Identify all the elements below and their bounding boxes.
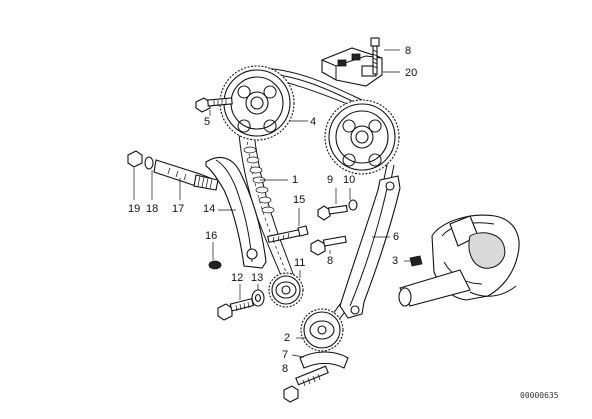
tensioner-rail-6 (339, 175, 401, 319)
intermediate-sprocket-11 (268, 272, 304, 308)
bolt-15 (267, 225, 309, 243)
callout-8-middle: 8 (327, 255, 334, 267)
lower-guide-7 (299, 351, 349, 369)
bolt-16 (208, 260, 222, 270)
callout-7: 7 (282, 349, 289, 361)
callout-17: 17 (172, 203, 185, 215)
camshaft-sprocket-left (219, 65, 295, 141)
callout-12: 12 (231, 272, 244, 284)
callout-8-top: 8 (405, 45, 412, 57)
chain-tensioner-20 (321, 47, 383, 87)
woodruff-key-3 (409, 255, 423, 267)
callout-4: 4 (310, 116, 317, 128)
callout-3: 3 (392, 255, 399, 267)
guide-rail-14 (205, 157, 267, 269)
callout-18: 18 (146, 203, 159, 215)
bolt-9 (317, 204, 348, 221)
callout-13: 13 (251, 272, 264, 284)
washer-10 (348, 199, 358, 211)
crankshaft-sprocket-2 (300, 308, 344, 352)
bolt-8-lower (283, 365, 329, 403)
callout-14: 14 (203, 203, 216, 215)
callout-16: 16 (205, 230, 218, 242)
diagram-reference-number: 00000635 (520, 391, 559, 400)
crankshaft (398, 214, 520, 307)
guide-pin-17 (127, 150, 219, 191)
camshaft-sprocket-right (324, 99, 400, 175)
callout-20: 20 (405, 67, 418, 79)
callout-5: 5 (204, 116, 211, 128)
leader-lines (133, 49, 410, 358)
bolt-8-middle (310, 235, 347, 256)
callout-9: 9 (327, 174, 334, 186)
callout-1: 1 (292, 174, 299, 186)
callout-15: 15 (293, 194, 306, 206)
callout-8-bottom: 8 (282, 363, 289, 375)
washer-13 (251, 289, 265, 307)
callout-6: 6 (393, 231, 400, 243)
callout-10: 10 (343, 174, 356, 186)
bolt-12 (217, 298, 254, 321)
callout-2: 2 (284, 332, 291, 344)
bolt-5 (195, 97, 233, 113)
callout-19: 19 (128, 203, 141, 215)
tensioner-bolt-8 (370, 37, 380, 75)
callout-11: 11 (294, 257, 306, 269)
